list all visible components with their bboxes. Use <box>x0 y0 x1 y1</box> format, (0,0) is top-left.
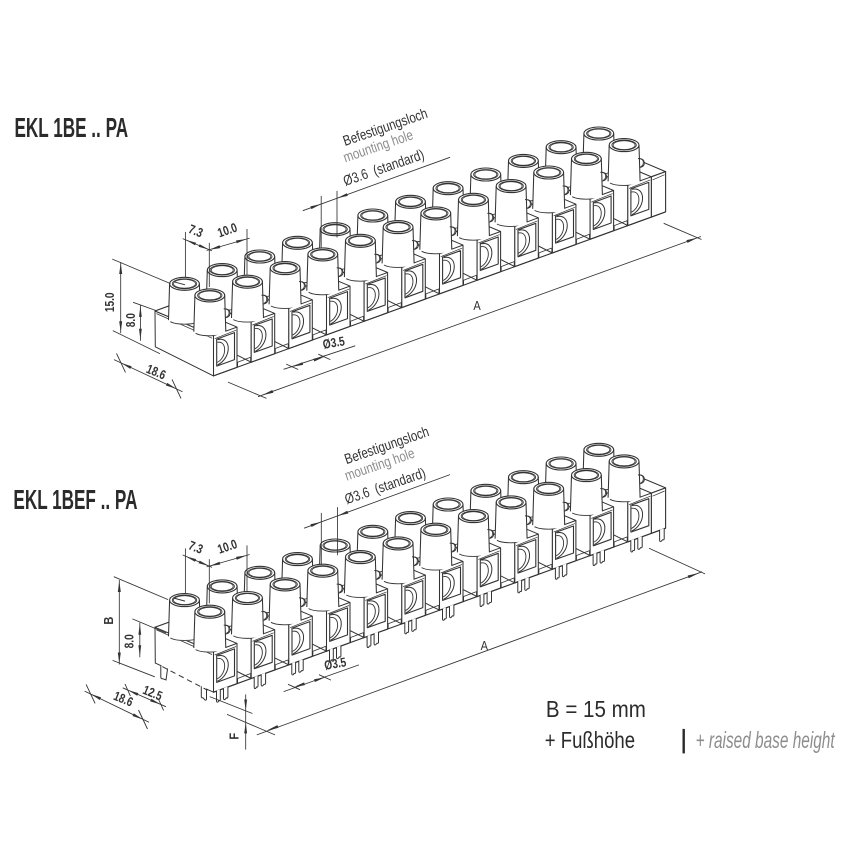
svg-text:B = 15 mm: B = 15 mm <box>546 696 646 723</box>
svg-text:B: B <box>101 616 116 624</box>
svg-text:8.0: 8.0 <box>122 634 136 648</box>
svg-text:Ø3.5: Ø3.5 <box>323 655 348 673</box>
svg-text:A: A <box>481 638 489 653</box>
svg-text:EKL 1BEF .. PA: EKL 1BEF .. PA <box>13 484 137 515</box>
svg-text:A: A <box>473 298 481 313</box>
svg-text:18.6: 18.6 <box>144 362 168 383</box>
svg-text:12.5: 12.5 <box>141 683 165 704</box>
svg-text:8.0: 8.0 <box>124 313 138 327</box>
svg-text:+ Fußhöhe: + Fußhöhe <box>545 728 635 754</box>
svg-text:10.0: 10.0 <box>216 221 239 241</box>
svg-text:+ raised base height: + raised base height <box>696 728 836 754</box>
svg-text:EKL 1BE .. PA: EKL 1BE .. PA <box>15 112 129 143</box>
svg-text:10.0: 10.0 <box>216 537 239 557</box>
svg-text:7.3: 7.3 <box>186 222 205 241</box>
svg-text:F: F <box>227 733 242 740</box>
svg-text:7.3: 7.3 <box>186 538 205 557</box>
svg-text:15.0: 15.0 <box>103 292 117 312</box>
svg-text:Ø3.5: Ø3.5 <box>322 334 347 352</box>
